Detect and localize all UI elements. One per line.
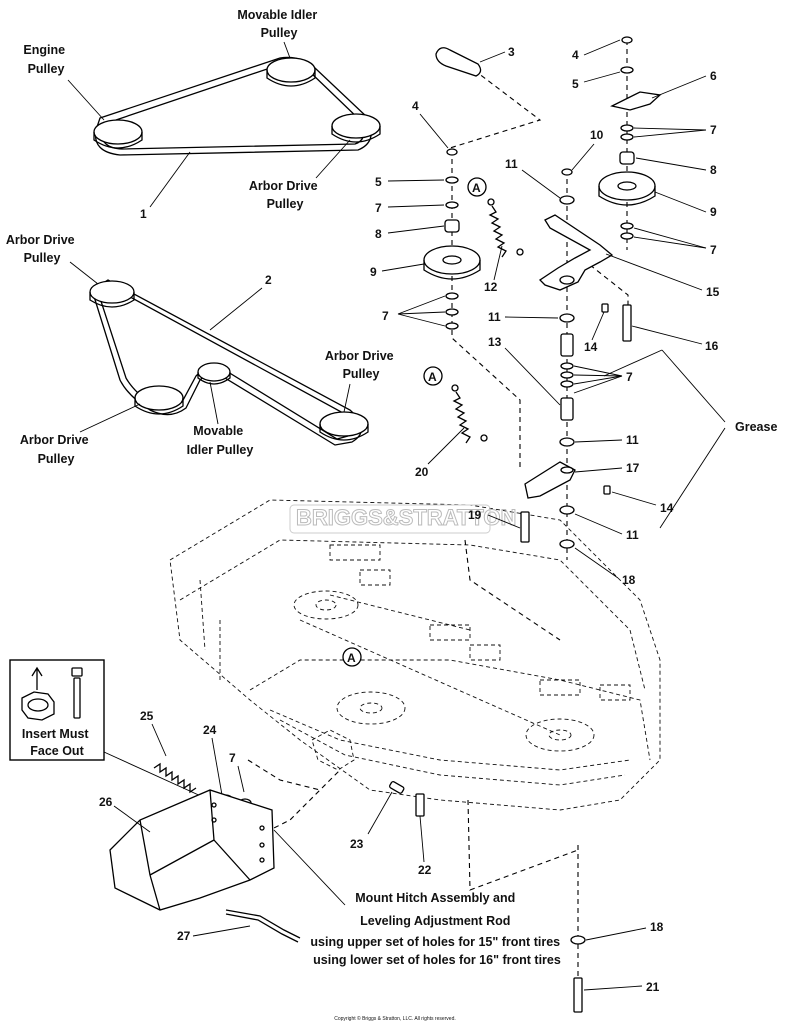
part-25-spring <box>153 762 197 794</box>
insert-note-box: Insert Must Face Out <box>9 659 215 803</box>
part-18-washer-top <box>559 539 575 549</box>
part-11-label-top: 11 <box>505 157 518 171</box>
arbor-drive-pulley-label-bottom: Arbor Drive Pulley <box>20 433 92 466</box>
part-7-label-right-bottom: 7 <box>710 243 717 257</box>
part-21-bolt <box>573 977 583 1013</box>
part-7-label-center: 7 <box>626 370 633 384</box>
part-20-spring <box>451 384 488 444</box>
arbor-drive-pulley-top <box>331 113 381 143</box>
part-5-label-left: 5 <box>375 175 382 189</box>
part-25-label: 25 <box>140 709 154 723</box>
arbor-drive-pulley-label-left: Arbor Drive Pulley <box>6 233 78 265</box>
part-12-label: 12 <box>484 280 498 294</box>
part-12-spring <box>487 198 524 258</box>
part-11-label-lower: 11 <box>626 433 639 447</box>
callout-a-top: A <box>467 177 487 197</box>
part-22-label: 22 <box>418 863 432 877</box>
insert-note-text: Insert Must Face Out <box>22 727 92 758</box>
arbor-drive-pulley-bottom <box>134 385 184 415</box>
part-18-label-top: 18 <box>622 573 636 587</box>
right-pulley-stack <box>598 36 662 240</box>
watermark: BRIGGS&STRATTON <box>296 505 516 530</box>
part-3-handle-grip <box>435 47 482 77</box>
part-20-label: 20 <box>415 465 429 479</box>
svg-text:A: A <box>428 370 437 384</box>
part-18-label-bottom: 18 <box>650 920 664 934</box>
arbor-drive-pulley-right <box>319 411 369 441</box>
callout-a-deck: A <box>342 647 362 667</box>
center-hardware-stack <box>559 168 575 447</box>
arbor-drive-pulley-label-right: Arbor Drive Pulley <box>325 349 397 381</box>
part-6-label: 6 <box>710 69 717 83</box>
part-9-label-right: 9 <box>710 205 717 219</box>
svg-text:A: A <box>472 181 481 195</box>
part-26-hitch-bracket <box>109 789 275 911</box>
part-3-label: 3 <box>508 45 515 59</box>
part-8-label-right: 8 <box>710 163 717 177</box>
part-13-label: 13 <box>488 335 502 349</box>
part-15-label: 15 <box>706 285 720 299</box>
part-7-label-left-top: 7 <box>375 201 382 215</box>
part-17-label: 17 <box>626 461 640 475</box>
part-7-label-left-bottom: 7 <box>382 309 389 323</box>
part-7-label-right-top: 7 <box>710 123 717 137</box>
part-24-label: 24 <box>203 723 217 737</box>
part-23-pin <box>389 780 405 794</box>
belt-2-diagram: Arbor Drive Pulley Arbor Drive Pulley Ar… <box>6 233 397 466</box>
part-1-label: 1 <box>140 207 147 221</box>
part-14-label-bottom: 14 <box>660 501 674 515</box>
part-8-label-left: 8 <box>375 227 382 241</box>
part-22-bolt <box>415 793 425 817</box>
part-5-label-right: 5 <box>572 77 579 91</box>
part-2-label: 2 <box>265 273 272 287</box>
svg-text:Grease: Grease <box>735 420 777 434</box>
part-10-label: 10 <box>590 128 604 142</box>
arbor-drive-pulley-label-top: Arbor Drive Pulley <box>249 179 321 211</box>
arbor-drive-pulley-left <box>89 280 135 308</box>
part-17-bracket <box>524 461 576 499</box>
part-23-label: 23 <box>350 837 364 851</box>
part-7-label-hitch: 7 <box>229 751 236 765</box>
engine-pulley <box>93 119 143 149</box>
part-19-bolt <box>520 511 530 543</box>
belt-1-diagram: Engine Pulley Movable Idler Pulley Arbor… <box>23 8 381 221</box>
part-bracket-deck-mount <box>311 729 355 771</box>
part-14-fitting-top <box>601 303 609 313</box>
part-4-label-left: 4 <box>412 99 419 113</box>
part-26-label: 26 <box>99 795 113 809</box>
part-11-label-bottom: 11 <box>626 528 639 542</box>
part-19-label: 19 <box>468 508 482 522</box>
movable-idler-pulley-bottom <box>197 362 231 385</box>
hitch-note-text: Mount Hitch Assembly and Leveling Adjust… <box>310 891 563 967</box>
part-15-idler-arm <box>538 214 614 291</box>
part-9-label-left: 9 <box>370 265 377 279</box>
part-14-fitting-bottom <box>603 485 611 495</box>
copyright-text: Copyright © Briggs & Stratton, LLC. All … <box>334 1015 456 1022</box>
part-14-label-top: 14 <box>584 340 598 354</box>
left-pulley-stack <box>423 148 481 330</box>
grease-indicator: Grease <box>603 349 777 529</box>
part-4-label-right: 4 <box>572 48 579 62</box>
part-16-label: 16 <box>705 339 719 353</box>
part-16-bolt <box>622 304 632 342</box>
part-21-label: 21 <box>646 980 660 994</box>
engine-pulley-label: Engine Pulley <box>23 43 68 76</box>
movable-idler-pulley-top <box>266 57 316 87</box>
part-27-label: 27 <box>177 929 191 943</box>
part-27-leveling-rod <box>225 909 301 943</box>
movable-idler-pulley-label-top: Movable Idler Pulley <box>237 8 320 40</box>
svg-text:A: A <box>347 651 356 665</box>
part-18-washer-bottom <box>570 935 586 945</box>
movable-idler-pulley-label-bottom: Movable Idler Pulley <box>187 424 254 457</box>
mower-deck-outline: BRIGGS&STRATTON <box>169 499 661 811</box>
callout-a-mid: A <box>423 366 443 386</box>
part-11-washer-bottom <box>559 505 575 515</box>
part-11-label-mid: 11 <box>488 310 501 324</box>
